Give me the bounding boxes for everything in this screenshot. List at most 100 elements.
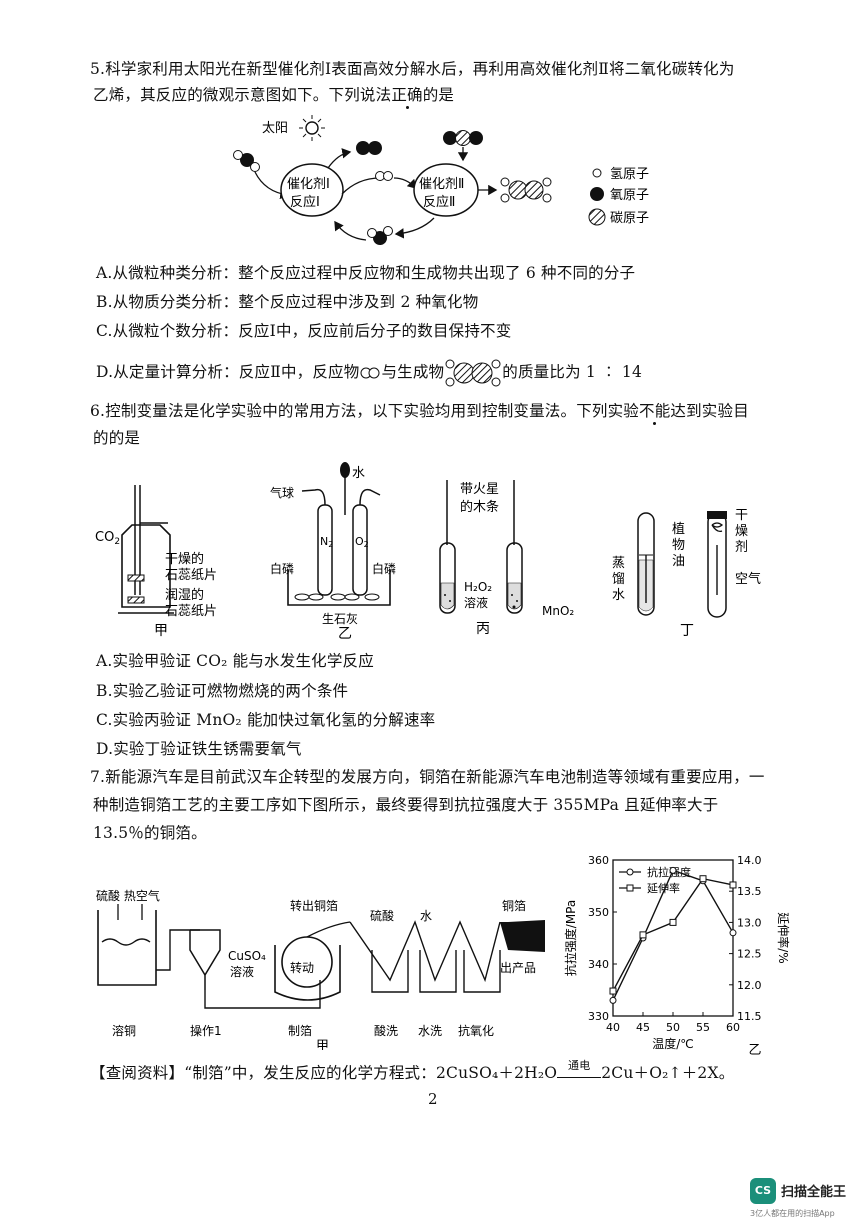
x-tick-label: 55 [696, 1021, 710, 1034]
yi-white-phosphorus-2: 白磷 [372, 561, 396, 576]
bing-h2o2-label-1: H₂O₂ [464, 580, 492, 594]
y-left-tick-label: 350 [588, 906, 609, 919]
chart-figure-label: 乙 [748, 1043, 761, 1058]
jia-wet-label-2: 石蕊纸片 [165, 604, 217, 619]
data-point-square [729, 881, 737, 889]
bing-stick-label-1: 带火星 [460, 482, 499, 497]
q6-stem-text: 6.控制变量法是化学实验中的常用方法，以下实验均用到控制变量法。下列实验 [90, 402, 639, 420]
foil-label: 铜箔 [502, 898, 526, 913]
legend-carbon-icon [588, 208, 606, 226]
ding-water-label-2: 馏 [612, 572, 625, 587]
label-bing: 丙 [476, 621, 490, 637]
catalyst-1-label: 催化剂Ⅰ [287, 177, 330, 192]
foil-drum [274, 921, 351, 1001]
data-point-circle [729, 929, 737, 937]
step-dissolve: 溶铜 [112, 1023, 136, 1038]
legend-label: 延伸率 [647, 881, 680, 895]
legend-oxygen: 氧原子 [610, 188, 649, 203]
scanner-watermark: CS 扫描全能王 3亿人都在用的扫描App [750, 1172, 862, 1222]
x-tick-label: 40 [606, 1021, 620, 1034]
q5-stem-text: 乙烯，其反应的微观示意图如下。下列说法 [93, 86, 392, 104]
legend-hydrogen-icon [592, 168, 602, 178]
q7-process-diagram: 硫酸 热空气 CuSO₄ 溶液 转出铜箔 转动 硫酸 水 铜箔 出产品 溶铜 操… [96, 888, 545, 1050]
experiment-ding [637, 511, 727, 618]
y-left-tick-label: 330 [588, 1010, 609, 1023]
oxygen-molecule-icon [356, 141, 382, 155]
ding-air-label: 空气 [735, 571, 761, 587]
bing-h2o2-label-2: 溶液 [464, 595, 488, 610]
bing-mno2-label: MnO₂ [542, 604, 574, 618]
yi-water-label: 水 [352, 466, 365, 481]
q5-stem-tail: 的是 [422, 86, 455, 104]
data-point-square [669, 918, 677, 926]
equation-condition-label: 通电 [568, 1059, 591, 1072]
co2-molecule-icon [443, 130, 483, 146]
yi-balloon-label: 气球 [270, 485, 294, 500]
equation-arrow-line [557, 1077, 602, 1078]
experiment-yi [287, 462, 391, 606]
data-point-circle [609, 996, 617, 1004]
experiment-bing [439, 480, 523, 614]
ethylene-inline-icon [443, 357, 501, 387]
equation-products: 2Cu＋O₂↑＋2X。 [601, 1064, 735, 1082]
y-right-axis-label: 延伸率/% [776, 912, 791, 963]
q6-option-a: A.实验甲验证 CO₂ 能与水发生化学反应 [96, 652, 374, 670]
y-right-tick-label: 12.5 [737, 948, 762, 961]
reaction-2-label: 反应Ⅱ [423, 194, 455, 210]
cuso4-label-2: 溶液 [230, 964, 254, 979]
ding-desiccant-label-1: 干 [735, 508, 748, 523]
data-point-square [639, 931, 647, 939]
legend-hydrogen: 氢原子 [610, 167, 649, 182]
q5-option-d-text2: 与生成物 [381, 363, 445, 381]
ethylene-molecule-icon [500, 177, 552, 203]
washing-baths [349, 920, 501, 993]
data-point-square [609, 987, 617, 995]
x-tick-label: 60 [726, 1021, 740, 1034]
filter-unit [189, 929, 321, 1009]
scanner-app-name: 扫描全能王 [781, 1185, 847, 1200]
sun-label: 太阳 [262, 121, 288, 136]
y-left-axis-label: 抗拉强度/MPa [563, 900, 578, 976]
h2-molecule-icon [360, 367, 380, 379]
jia-co2-label: CO2 [95, 530, 120, 547]
jia-dry-label-1: 干燥的 [165, 551, 204, 567]
step-make-foil: 制箔 [288, 1023, 312, 1038]
data-point-circle [669, 866, 677, 874]
ding-desiccant-label-2: 燥 [735, 524, 748, 539]
process-figure-label: 甲 [316, 1039, 329, 1050]
q6-option-d: D.实验丁验证铁生锈需要氧气 [96, 740, 302, 758]
jia-dry-label-2: 石蕊纸片 [165, 568, 217, 583]
sun-icon [299, 115, 325, 141]
bing-stick-label-2: 的木条 [460, 499, 499, 515]
q6-stem-tail: 达到实验目 [670, 402, 749, 420]
acid-label: 硫酸 [370, 908, 394, 923]
q7-stem-line2: 种制造铜箔工艺的主要工序如下图所示，最终要得到抗拉强度大于 355MPa 且延伸… [93, 796, 719, 814]
y-right-tick-label: 13.5 [737, 885, 762, 898]
q6-option-c: C.实验丙验证 MnO₂ 能加快过氧化氢的分解速率 [96, 711, 436, 729]
hydrogen-molecule-icon [375, 171, 393, 181]
scanner-tagline: 3亿人都在用的扫描App [750, 1209, 835, 1218]
jia-wet-label-1: 润湿的 [165, 587, 204, 603]
q6-emphasis: 不能 [639, 402, 671, 420]
q5-option-b: B.从物质分类分析：整个反应过程中涉及到 2 种氧化物 [96, 293, 479, 311]
q6-stem-line1: 6.控制变量法是化学实验中的常用方法，以下实验均用到控制变量法。下列实验不能达到… [90, 400, 749, 422]
step-operation1: 操作1 [190, 1023, 222, 1038]
step-anti-oxidation: 抗氧化 [458, 1023, 494, 1038]
ding-oil-label-2: 物 [672, 538, 685, 553]
water-molecule-icon [233, 150, 260, 172]
yi-quicklime-label: 生石灰 [322, 612, 358, 626]
scanner-logo-icon: CS [750, 1178, 776, 1204]
copper-foil-icon [500, 920, 545, 952]
ding-desiccant-label-3: 剂 [735, 540, 748, 555]
q7-stem-line1: 7.新能源汽车是目前武汉车企转型的发展方向，铜箔在新能源汽车电池制造等领域有重要… [90, 768, 765, 786]
catalyst-2-label: 催化剂Ⅱ [419, 177, 464, 192]
step-water-wash: 水洗 [418, 1024, 442, 1038]
ding-water-label-1: 蒸 [612, 556, 625, 571]
page-number: 2 [428, 1090, 438, 1108]
catalyst-1-circle [280, 163, 344, 217]
product-label: 出产品 [500, 961, 536, 975]
q5-option-a: A.从微粒种类分析：整个反应过程中反应物和生成物共出现了 6 种不同的分子 [96, 264, 636, 282]
q5-emphasis: 正确 [391, 86, 423, 104]
y-right-tick-label: 11.5 [737, 1010, 762, 1023]
